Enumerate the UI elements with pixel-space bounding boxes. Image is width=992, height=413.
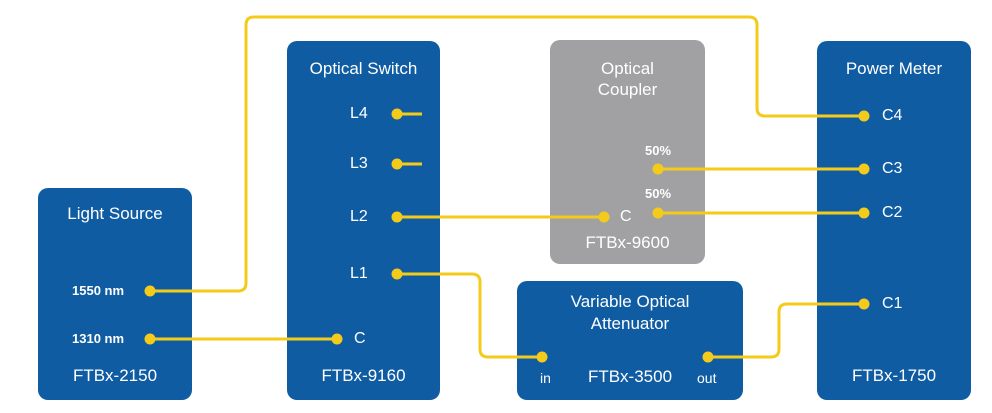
port-dot-l2 <box>391 211 403 223</box>
coupler-split-top: 50% <box>645 143 672 158</box>
port-label-l2: L2 <box>350 208 368 225</box>
attenuator-title-line2: Attenuator <box>590 314 670 333</box>
port-dot-attenuator-out <box>702 351 714 363</box>
port-label-attenuator-in: in <box>540 370 551 386</box>
optical-coupler-model: FTBx-9600 <box>585 233 670 252</box>
port-label-c3: C3 <box>882 160 903 177</box>
port-label-l4: L4 <box>350 105 368 122</box>
port-label-l3: L3 <box>350 155 368 172</box>
port-label-l1: L1 <box>350 265 368 282</box>
fiber-attenuator-out-to-c1 <box>708 302 864 359</box>
port-dot-attenuator-in <box>536 351 548 363</box>
optical-coupler-title-line1: Optical <box>601 59 654 78</box>
port-dot-1310 <box>144 333 156 345</box>
port-label-c4: C4 <box>882 107 903 124</box>
port-dot-c1 <box>858 298 870 310</box>
port-label-1310: 1310 nm <box>72 331 125 346</box>
port-label-c2: C2 <box>882 204 903 221</box>
power-meter-model: FTBx-1750 <box>851 366 937 385</box>
attenuator-title-line1: Variable Optical <box>570 292 690 311</box>
optical-switch-model: FTBx-9160 <box>321 366 406 385</box>
port-dot-l4 <box>391 108 403 120</box>
port-dot-l1 <box>391 268 403 280</box>
port-label-c1: C1 <box>882 295 903 312</box>
power-meter-title: Power Meter <box>845 59 943 78</box>
port-dot-coupler-50-bottom <box>652 207 664 219</box>
port-dot-c3 <box>858 163 870 175</box>
coupler-split-bottom: 50% <box>645 186 672 201</box>
port-dot-l3 <box>391 158 403 170</box>
power-meter-module <box>817 41 971 400</box>
attenuator-module <box>517 281 743 400</box>
port-dot-c4 <box>858 110 870 122</box>
fiber-l1-to-attenuator-in <box>397 272 542 359</box>
light-source-title: Light Source <box>67 204 163 223</box>
fiber-1550-to-c4 <box>150 15 864 293</box>
light-source-model: FTBx-2150 <box>72 366 158 385</box>
optical-coupler-module <box>550 40 705 264</box>
port-dot-coupler-c <box>598 211 610 223</box>
port-dot-coupler-50-top <box>652 163 664 175</box>
attenuator-model: FTBx-3500 <box>587 367 673 386</box>
port-dot-1550 <box>144 285 156 297</box>
port-label-switch-c: C <box>354 330 366 347</box>
port-label-coupler-c: C <box>620 208 632 225</box>
port-dot-c2 <box>858 207 870 219</box>
port-label-attenuator-out: out <box>697 370 717 386</box>
port-dot-switch-c <box>331 333 343 345</box>
port-label-1550: 1550 nm <box>72 283 125 298</box>
light-source-module <box>38 188 192 400</box>
optical-switch-title: Optical Switch <box>309 59 418 78</box>
optical-coupler-title-line2: Coupler <box>597 80 658 99</box>
